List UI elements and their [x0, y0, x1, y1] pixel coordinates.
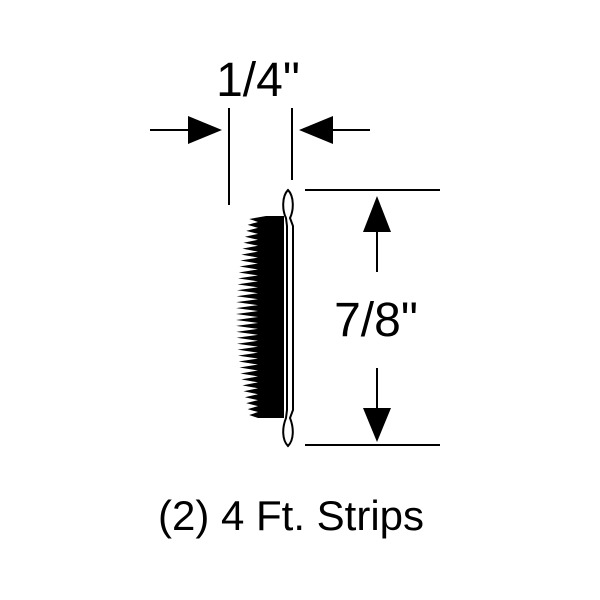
caption: (2) 4 Ft. Strips	[158, 492, 424, 539]
width-arrow-left	[150, 116, 222, 144]
height-dimension-label: 7/8"	[334, 294, 418, 347]
height-arrow-down	[363, 368, 391, 442]
height-arrow-up	[363, 196, 391, 272]
strip-pile	[236, 216, 284, 418]
width-arrow-right	[299, 116, 370, 144]
strip-backing	[282, 188, 294, 448]
width-dimension-label: 1/4"	[216, 54, 300, 107]
pile-strip	[236, 188, 294, 448]
